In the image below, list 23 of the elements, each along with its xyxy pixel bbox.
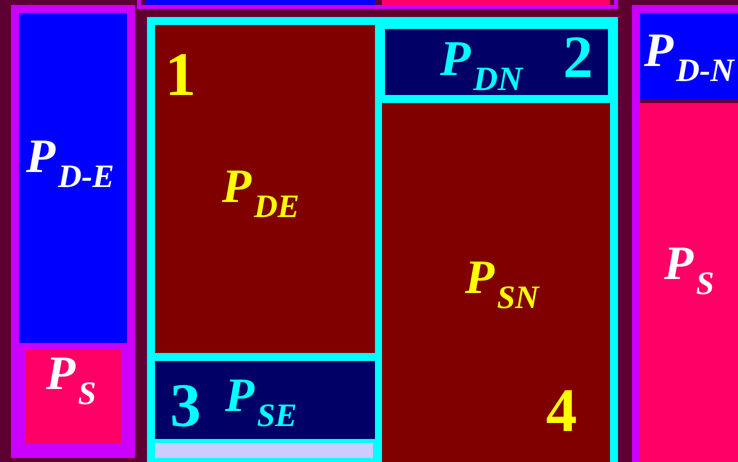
power-label: P$_{SN}$ bbox=[465, 254, 539, 314]
labeled-box bbox=[640, 13, 738, 99]
labeled-box bbox=[382, 103, 610, 462]
region-number: 2 bbox=[563, 27, 593, 87]
power-label: P$_{DE}$ bbox=[222, 163, 300, 224]
frame-box bbox=[11, 5, 135, 458]
labeled-box bbox=[640, 103, 738, 462]
labeled-box bbox=[19, 13, 127, 343]
frame-box bbox=[145, 0, 375, 5]
region-number: 4 bbox=[546, 380, 577, 442]
power-label: P$_{D-E}$ bbox=[26, 133, 114, 194]
frame-box bbox=[382, 0, 610, 5]
frame-box bbox=[137, 0, 618, 9]
power-label: P$_{S}$ bbox=[664, 240, 714, 300]
power-label: P$_{DN}$ bbox=[440, 33, 522, 98]
power-label: P$_{SE}$ bbox=[225, 372, 297, 432]
region-number: 1 bbox=[165, 44, 196, 106]
power-label: P$_{S}$ bbox=[46, 350, 96, 410]
power-label: P$_{D-N}$ bbox=[644, 27, 734, 88]
frame-box bbox=[147, 17, 618, 462]
frame-box bbox=[632, 5, 738, 462]
labeled-box bbox=[155, 25, 375, 353]
region-number: 3 bbox=[170, 375, 201, 437]
